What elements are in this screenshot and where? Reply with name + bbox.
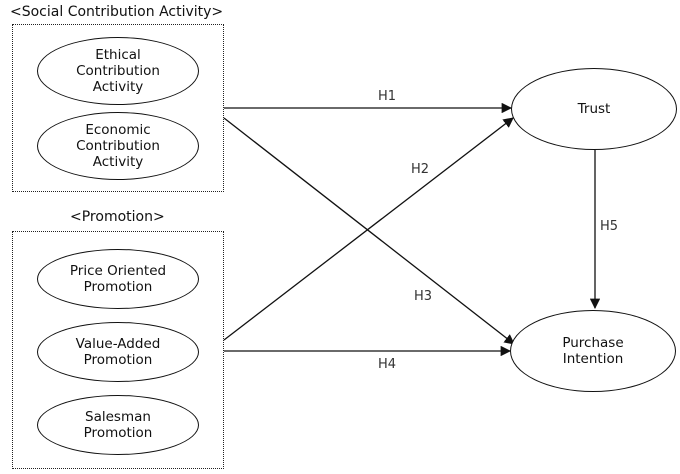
h3-label: H3: [414, 289, 433, 304]
economic-contribution-node: Economic Contribution Activity: [37, 112, 199, 180]
arrow-h3: [223, 117, 515, 345]
node-label-line: Activity: [92, 154, 144, 170]
social-group-title: <Social Contribution Activity>: [10, 4, 224, 20]
node-label-line: Salesman: [85, 409, 151, 425]
h1-label: H1: [378, 89, 397, 104]
h5-label: H5: [600, 219, 619, 234]
node-label-line: Ethical: [95, 47, 141, 63]
h4-label: H4: [378, 357, 397, 372]
node-label-line: Intention: [562, 351, 624, 367]
node-label-line: Contribution: [76, 138, 160, 154]
promotion-group-title: <Promotion>: [70, 209, 165, 225]
node-label-line: Economic: [85, 122, 151, 138]
node-label-line: Promotion: [83, 279, 153, 295]
promotion-group-box: [12, 231, 224, 469]
node-label-line: Promotion: [83, 352, 153, 368]
h2-label: H2: [411, 162, 430, 177]
node-label-line: Value-Added: [75, 336, 161, 352]
trust-node: Trust: [511, 68, 677, 150]
social-group-box: [12, 24, 224, 192]
salesman-promotion-node: Salesman Promotion: [37, 395, 199, 455]
arrow-h2: [223, 117, 514, 341]
node-label-line: Price Oriented: [69, 263, 167, 279]
trust-label: Trust: [577, 101, 611, 117]
node-label-line: Contribution: [76, 63, 160, 79]
node-label-line: Activity: [92, 79, 144, 95]
node-label-line: Purchase: [562, 335, 624, 351]
purchase-intention-node: Purchase Intention: [510, 310, 676, 392]
ethical-contribution-node: Ethical Contribution Activity: [37, 37, 199, 105]
price-oriented-promotion-node: Price Oriented Promotion: [37, 249, 199, 309]
node-label-line: Promotion: [83, 425, 153, 441]
value-added-promotion-node: Value-Added Promotion: [37, 322, 199, 382]
